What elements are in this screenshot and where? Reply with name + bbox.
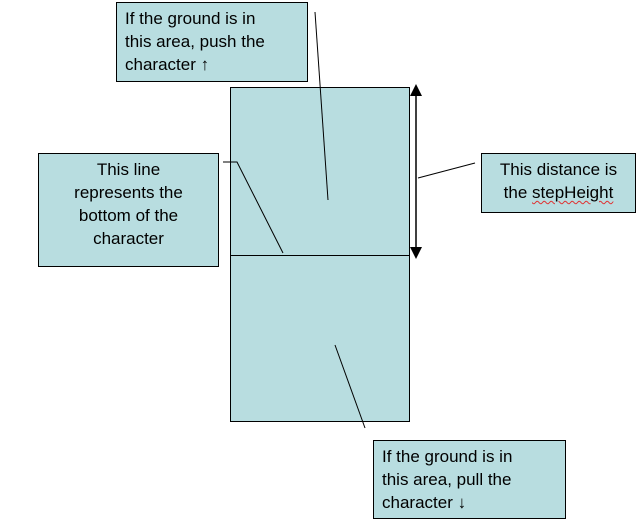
pull-callout-line-3: character ↓ bbox=[382, 493, 467, 512]
push-callout-line-3: character ↑ bbox=[125, 55, 210, 74]
bottom-line-callout: This line represents the bottom of the c… bbox=[38, 153, 219, 267]
push-callout-line-2: this area, push the bbox=[125, 32, 265, 51]
bottom-line-callout-line-2: represents the bbox=[74, 183, 183, 202]
bottom-line-callout-line-3: bottom of the bbox=[78, 206, 179, 225]
push-area-callout: If the ground is in this area, push the … bbox=[116, 2, 308, 82]
push-callout-line-1: If the ground is in bbox=[125, 9, 256, 28]
step-height-callout: This distance is the stepHeight bbox=[481, 153, 636, 213]
step-height-callout-line-2: the stepHeight bbox=[486, 181, 631, 204]
upper-character-area bbox=[230, 87, 410, 256]
left-callout-leader bbox=[223, 161, 284, 254]
pull-callout-line-2: this area, pull the bbox=[382, 470, 512, 489]
pull-callout-line-1: If the ground is in bbox=[382, 447, 513, 466]
pull-area-callout: If the ground is in this area, pull the … bbox=[373, 440, 566, 519]
bottom-line-callout-line-1: This line bbox=[96, 160, 161, 179]
step-height-callout-line-1: This distance is bbox=[499, 160, 618, 179]
right-callout-leader bbox=[417, 162, 476, 179]
top-callout-leader bbox=[314, 11, 329, 201]
step-height-term: stepHeight bbox=[532, 183, 614, 202]
bottom-callout-leader bbox=[334, 344, 366, 429]
step-height-prefix: the bbox=[503, 183, 533, 202]
bottom-line-callout-line-4: character bbox=[93, 229, 164, 248]
lower-character-area bbox=[230, 255, 410, 422]
